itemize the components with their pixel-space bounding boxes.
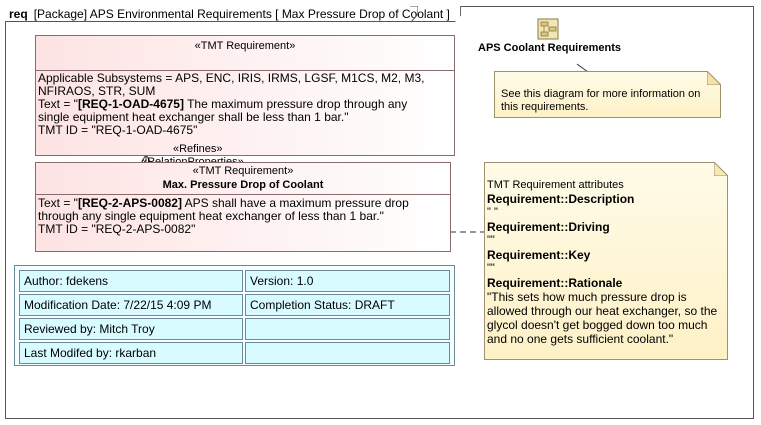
info-table: Author: fdekens Version: 1.0 Modificatio… bbox=[17, 268, 452, 366]
requirement-text-line2: single equipment heat exchanger shall be… bbox=[38, 110, 349, 124]
requirement-separator bbox=[36, 194, 450, 195]
requirement-aps-0082[interactable]: «TMT Requirement» Max. Pressure Drop of … bbox=[35, 162, 451, 252]
info-row: Author: fdekens Version: 1.0 bbox=[19, 270, 450, 292]
requirement-stereotype: «TMT Requirement» bbox=[192, 165, 294, 177]
info-row: Reviewed by: Mitch Troy bbox=[19, 318, 450, 340]
frame-tab-corner bbox=[410, 6, 418, 23]
diagram-reference-icon[interactable] bbox=[537, 17, 561, 41]
driving-label: Requirement::Driving bbox=[487, 220, 610, 234]
tmt-id: TMT ID = "REQ-1-OAD-4675" bbox=[38, 123, 198, 137]
description-label: Requirement::Description bbox=[487, 192, 635, 206]
diagram-info-table[interactable]: Author: fdekens Version: 1.0 Modificatio… bbox=[14, 265, 455, 366]
key-label: Requirement::Key bbox=[487, 248, 591, 262]
last-modified-by-cell: Last Modifed by: rkarban bbox=[19, 342, 243, 364]
applicable-subsystems-line1: Applicable Subsystems = APS, ENC, IRIS, … bbox=[38, 71, 425, 85]
refines-label: «Refines» bbox=[173, 143, 223, 155]
rationale-line4: and no one gets sufficient coolant." bbox=[487, 332, 674, 346]
rationale-label: Requirement::Rationale bbox=[487, 276, 623, 290]
requirement-separator bbox=[36, 70, 454, 71]
requirement-text-line1: Text = "[REQ-2-APS-0082] APS shall have … bbox=[38, 197, 448, 210]
description-value: " " bbox=[487, 206, 498, 218]
requirement-id: [REQ-1-OAD-4675] bbox=[77, 97, 184, 111]
attributes-note-fold-corner bbox=[714, 162, 728, 176]
attributes-heading: TMT Requirement attributes bbox=[487, 179, 624, 191]
requirement-body: Applicable Subsystems = APS, ENC, IRIS, … bbox=[36, 71, 454, 137]
driving-value: "" bbox=[487, 234, 495, 246]
text-rest1: The maximum pressure drop through any bbox=[183, 97, 408, 111]
reviewed-extra-cell bbox=[245, 318, 450, 340]
text-prefix: Text = " bbox=[38, 196, 78, 210]
requirement-attributes-note[interactable]: TMT Requirement attributes Requirement::… bbox=[484, 162, 728, 360]
text-rest1: APS shall have a maximum pressure drop bbox=[181, 196, 409, 210]
note-line2: this requirements. bbox=[501, 101, 589, 113]
frame-title-tab: req [Package] APS Environmental Requireme… bbox=[5, 6, 461, 22]
reviewed-by-cell: Reviewed by: Mitch Troy bbox=[19, 318, 243, 340]
rationale-line1: "This sets how much pressure drop is bbox=[487, 290, 687, 304]
frame-title: [Package] APS Environmental Requirements… bbox=[33, 7, 450, 21]
info-row: Last Modifed by: rkarban bbox=[19, 342, 450, 364]
tmt-id: TMT ID = "REQ-2-APS-0082" bbox=[38, 222, 196, 236]
requirement-id: [REQ-2-APS-0082] bbox=[77, 196, 182, 210]
requirement-body: Text = "[REQ-2-APS-0082] APS shall have … bbox=[36, 195, 450, 236]
version-cell: Version: 1.0 bbox=[245, 270, 450, 292]
diagram-info-note[interactable]: See this diagram for more information on… bbox=[494, 71, 721, 118]
last-modified-extra-cell bbox=[245, 342, 450, 364]
frame-keyword: req bbox=[9, 7, 28, 21]
requirement-text-line1: Text = "[REQ-1-OAD-4675] The maximum pre… bbox=[38, 98, 452, 111]
info-row: Modification Date: 7/22/15 4:09 PM Compl… bbox=[19, 294, 450, 316]
modification-date-cell: Modification Date: 7/22/15 4:09 PM bbox=[19, 294, 243, 316]
requirement-oad-4675[interactable]: «TMT Requirement» Applicable Subsystems … bbox=[35, 35, 455, 156]
text-prefix: Text = " bbox=[38, 97, 78, 111]
diagram-reference-title[interactable]: APS Coolant Requirements bbox=[478, 42, 622, 54]
key-value: "" bbox=[487, 262, 495, 274]
rationale-line3: glycol doesn't get bogged down too much bbox=[487, 318, 708, 332]
note-line1: See this diagram for more information on bbox=[501, 88, 701, 100]
note-fold-corner bbox=[707, 71, 721, 85]
completion-status-cell: Completion Status: DRAFT bbox=[245, 294, 450, 316]
requirement-name: Max. Pressure Drop of Coolant bbox=[162, 179, 324, 191]
rationale-line2: allowed through our heat exchanger, so t… bbox=[487, 304, 718, 318]
author-cell: Author: fdekens bbox=[19, 270, 243, 292]
applicable-subsystems-line2: NFIRAOS, STR, SUM bbox=[38, 84, 156, 98]
requirement-stereotype: «TMT Requirement» bbox=[194, 40, 296, 52]
requirement-text-line2: through any single equipment heat exchan… bbox=[38, 209, 384, 223]
diagram-note-anchor[interactable] bbox=[576, 63, 589, 73]
